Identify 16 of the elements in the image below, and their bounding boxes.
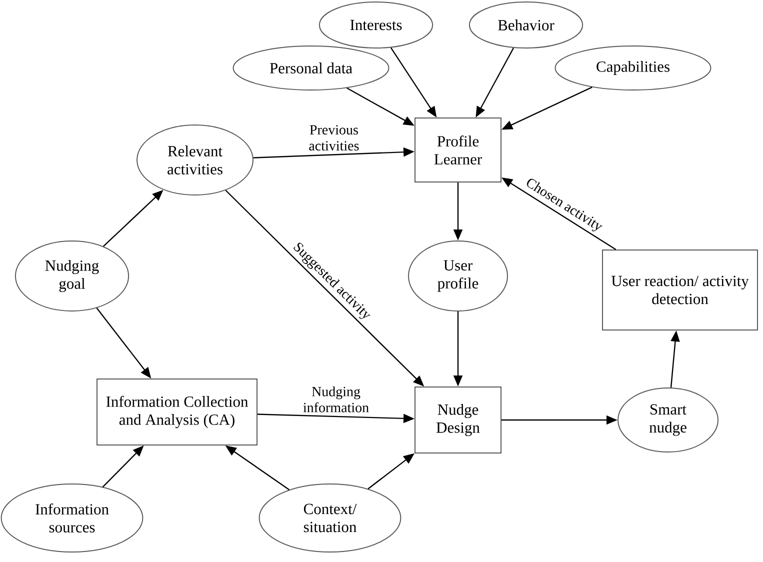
ellipse-node: Behavior (468, 2, 584, 48)
process-box: User reaction/ activity detection (602, 250, 758, 330)
edge-label: Nudging information (303, 386, 369, 412)
ellipse-node: Nudging goal (14, 240, 130, 312)
ellipse-node: Context/ situation (258, 484, 402, 552)
ellipse-node: User profile (408, 240, 508, 312)
process-box: Information Collection and Analysis (CA) (96, 378, 258, 446)
process-box: Nudge Design (414, 386, 502, 454)
ellipse-node: Smart nudge (618, 388, 718, 452)
edge-label: Previous activities (309, 125, 359, 151)
ellipse-node: Information sources (0, 484, 144, 552)
ellipse-node: Capabilities (554, 46, 712, 90)
ellipse-node: Relevant activities (136, 124, 254, 196)
process-box: Profile Learner (414, 118, 502, 182)
ellipse-node: Interests (318, 2, 434, 48)
ellipse-node: Personal data (232, 46, 390, 90)
